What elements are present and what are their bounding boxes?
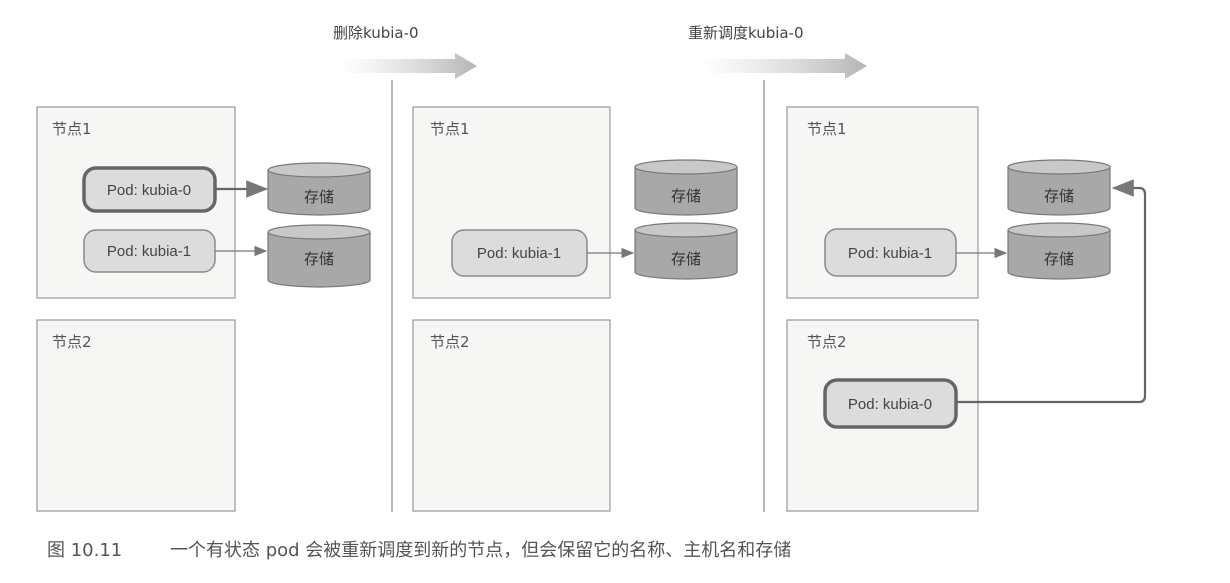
pod-kubia-1-label: Pod: kubia-1	[848, 245, 932, 262]
storage-volume-0: 存储	[1007, 159, 1111, 216]
storage-label: 存储	[1044, 187, 1074, 205]
panel-deleted: 节点1 节点2 Pod: kubia-1 存储 存储	[412, 106, 738, 512]
pod-kubia-1-label: Pod: kubia-1	[477, 245, 561, 262]
pod-kubia-0-label: Pod: kubia-0	[848, 396, 932, 413]
step-delete: 删除kubia-0	[333, 24, 477, 79]
storage-label: 存储	[671, 250, 701, 268]
node-2	[412, 319, 611, 512]
storage-label: 存储	[304, 188, 334, 206]
storage-volume-0: 存储	[267, 162, 371, 216]
figure-caption: 一个有状态 pod 会被重新调度到新的节点，但会保留它的名称、主机名和存储	[170, 540, 791, 561]
step-reschedule-label: 重新调度kubia-0	[688, 24, 804, 42]
node-2-label: 节点2	[430, 333, 470, 351]
pod-kubia-0	[823, 378, 958, 429]
storage-volume-1: 存储	[634, 222, 738, 280]
pod-kubia-1-label: Pod: kubia-1	[107, 243, 191, 260]
node-1-label: 节点1	[430, 120, 470, 138]
panel-before: 节点1 节点2 Pod: kubia-0 Pod: kubia-1 存储 存储	[36, 106, 371, 512]
step-arrow-icon	[700, 53, 867, 79]
storage-volume-0: 存储	[634, 159, 738, 216]
storage-volume-1: 存储	[1007, 222, 1111, 280]
storage-label: 存储	[1044, 250, 1074, 268]
node-2	[36, 319, 236, 512]
node-2-label: 节点2	[807, 333, 847, 351]
pod-kubia-0-label: Pod: kubia-0	[107, 182, 191, 199]
figure-number: 图 10.11	[47, 540, 122, 561]
step-delete-label: 删除kubia-0	[333, 24, 419, 42]
storage-label: 存储	[671, 187, 701, 205]
step-reschedule: 重新调度kubia-0	[688, 24, 867, 79]
panel-rescheduled: 节点1 节点2 Pod: kubia-1 Pod: kubia-0 存储 存储	[786, 106, 1147, 512]
node-1-label: 节点1	[807, 120, 847, 138]
step-arrow-icon	[340, 53, 477, 79]
node-2-label: 节点2	[52, 333, 92, 351]
pod-storage-link	[956, 179, 1147, 404]
storage-label: 存储	[304, 250, 334, 268]
node-1-label: 节点1	[52, 120, 92, 138]
storage-volume-1: 存储	[267, 224, 371, 288]
